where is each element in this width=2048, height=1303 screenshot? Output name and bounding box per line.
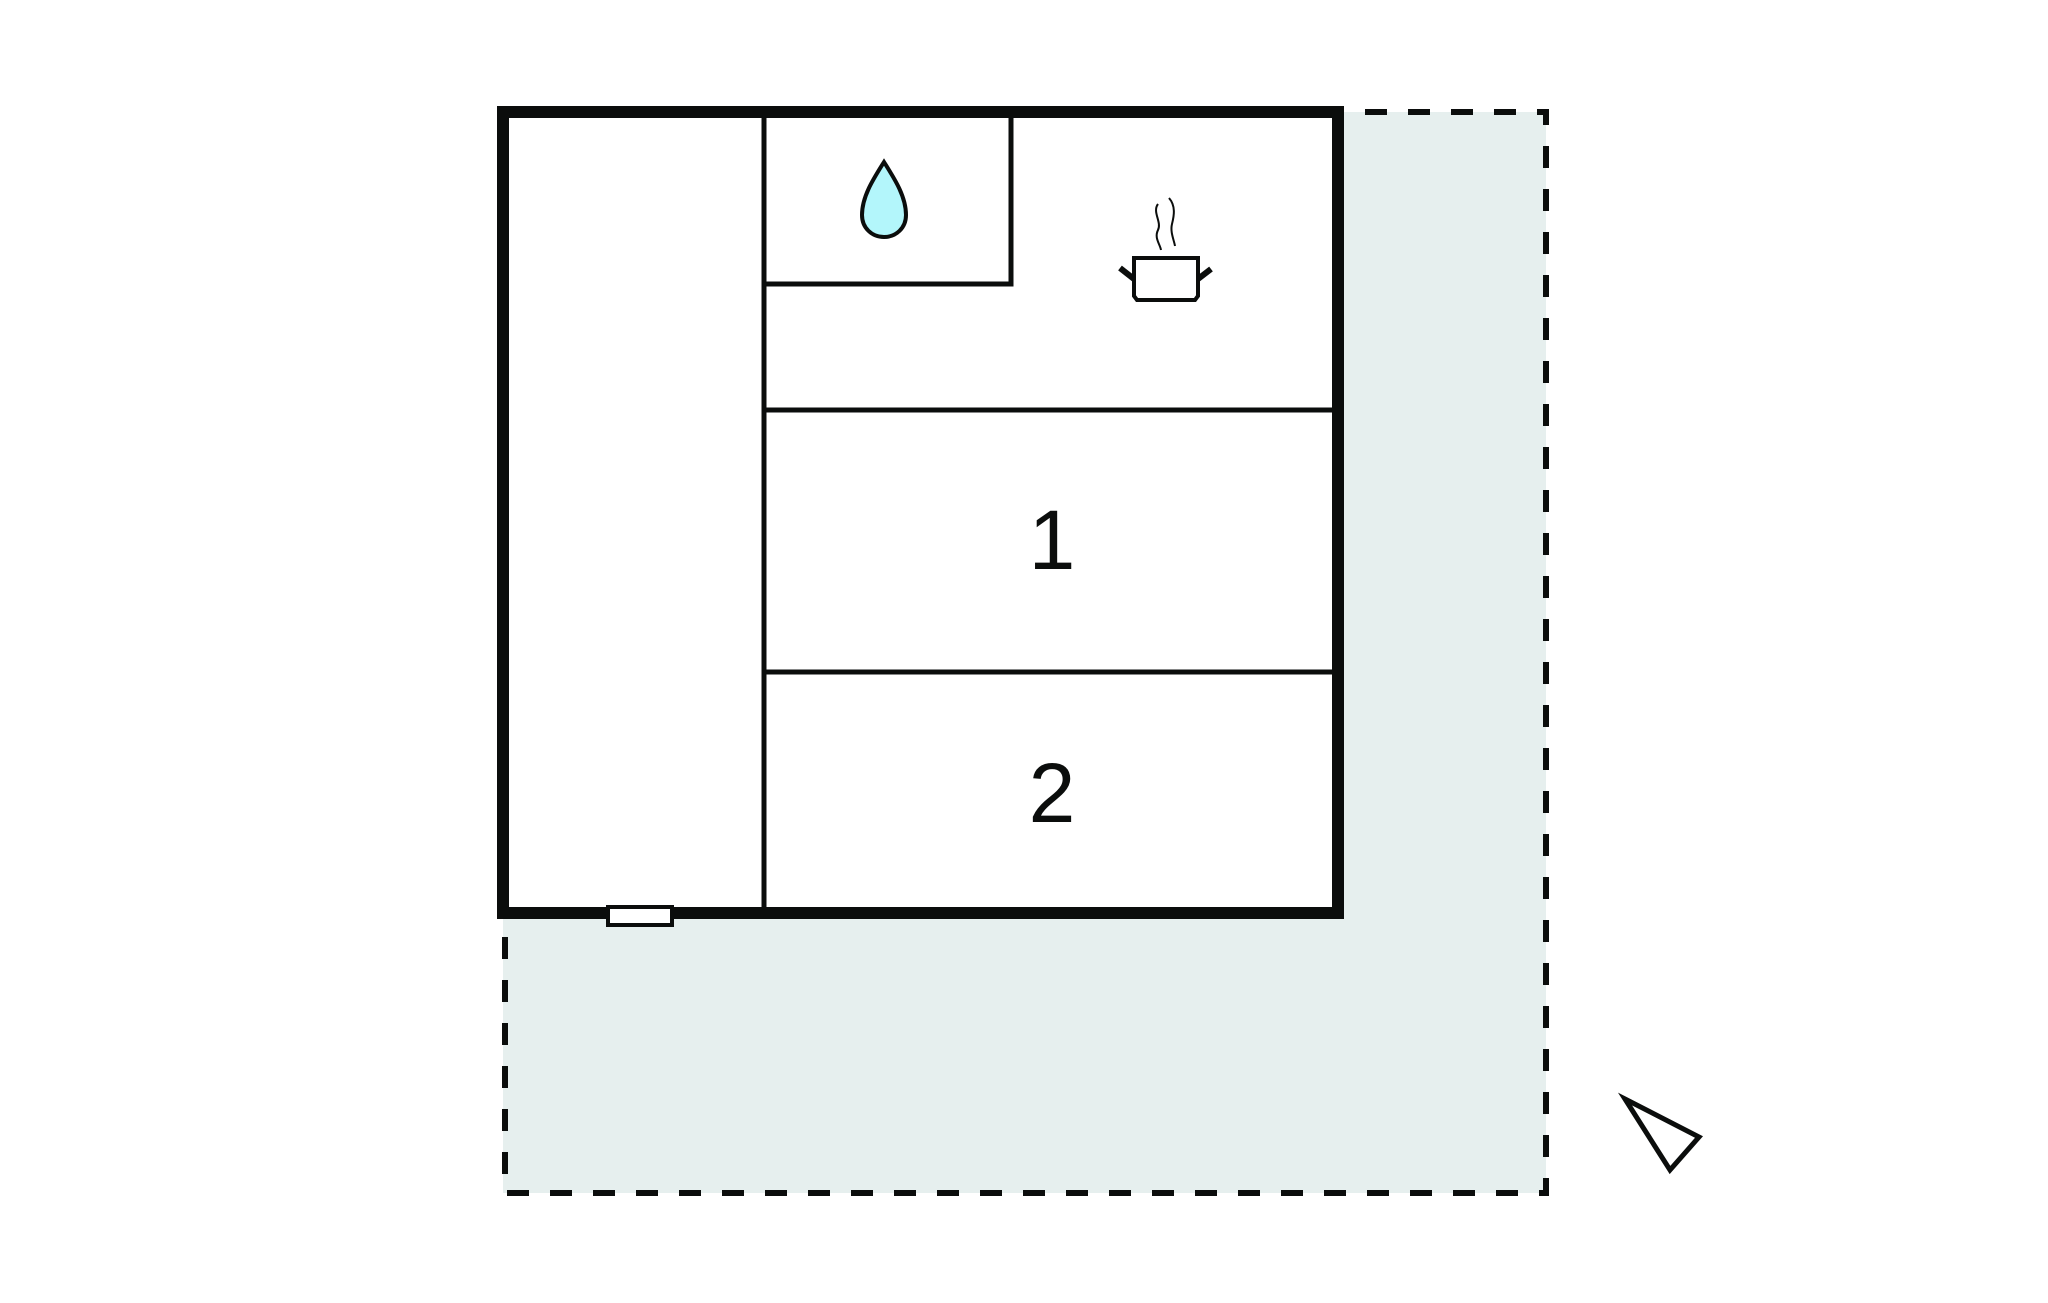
bedroom-2-label: 2 (1029, 746, 1076, 840)
pot-handle-left (1118, 265, 1136, 282)
pot-handle-right (1196, 266, 1213, 282)
cooking-pot-icon (1118, 197, 1213, 302)
water-drop-icon (859, 158, 909, 240)
north-arrow-icon (1617, 1092, 1703, 1175)
pot-body (1132, 256, 1200, 302)
bedroom-1-label: 1 (1029, 493, 1076, 587)
interior-walls (761, 112, 1338, 913)
exterior-walls (497, 106, 1344, 919)
door-icon (606, 905, 674, 927)
steam-line-right (1168, 197, 1176, 247)
bathroom-wall (764, 112, 1014, 287)
house-interior (503, 112, 1338, 913)
bathroom (859, 158, 909, 240)
kitchen (1118, 197, 1213, 302)
steam-line-left (1155, 203, 1162, 251)
